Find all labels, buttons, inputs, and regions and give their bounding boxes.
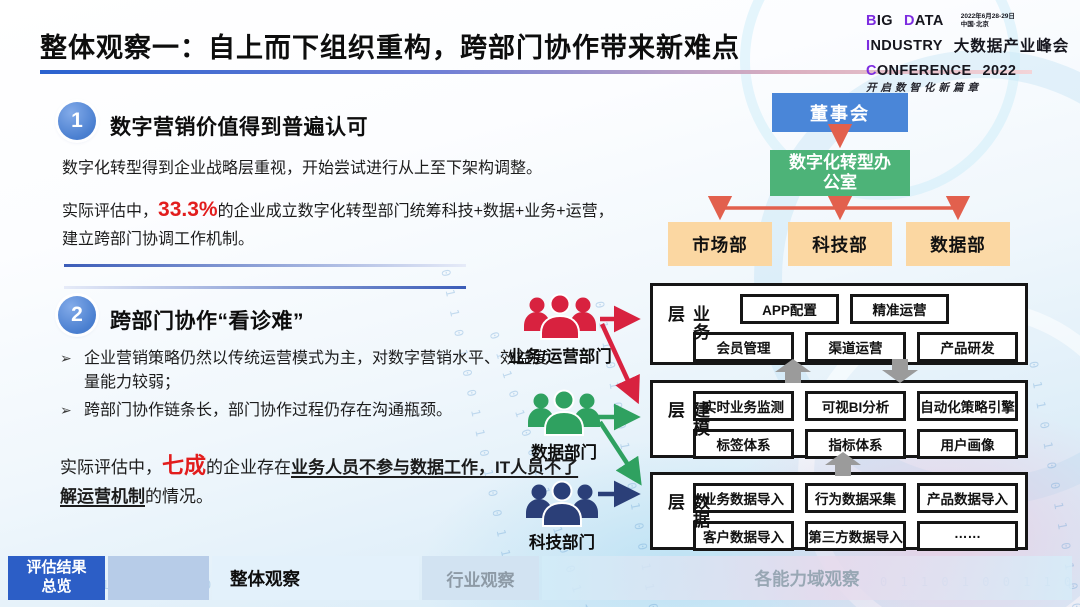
section2-paragraph: 实际评估中，七成的企业存在业务人员不参与数据工作，IT人员不了解运营机制的情况。 <box>60 448 584 510</box>
arch-box: 客户数据导入 <box>693 521 794 551</box>
arch-box: 会员管理 <box>693 332 794 362</box>
arch-box: 指标体系 <box>805 429 906 459</box>
people-group-business-icon <box>523 293 597 340</box>
group-label-data: 数据部门 <box>531 444 597 462</box>
arch-box: 产品数据导入 <box>917 483 1018 513</box>
tab-label: 总览 <box>41 578 72 595</box>
bullet-item: ➢ 企业营销策略仍然以传统运营模式为主，对数字营销水平、效益度量能力较弱； <box>60 347 556 395</box>
logo-location: 中国·北京 <box>960 21 989 29</box>
tab-label: 评估结果 <box>26 559 87 577</box>
orgchart-board-box: 董事会 <box>772 93 908 132</box>
tab-label: 行业观察 <box>446 570 515 590</box>
logo-line2: INDUSTRY 大数据产业峰会 <box>866 38 1069 55</box>
arch-box: 可视BI分析 <box>805 391 906 421</box>
stat-33-percent: 33.3% <box>158 198 218 221</box>
arch-box: 行为数据采集 <box>805 483 906 513</box>
group-label-business: 业务/运营部门 <box>508 348 612 366</box>
logo-word: INDUSTRY <box>866 37 943 54</box>
title-underline <box>40 70 1032 74</box>
layer-data-label: 数据层 <box>665 493 709 529</box>
section1-heading: 数字营销价值得到普遍认可 <box>110 116 368 139</box>
group-label-tech: 科技部门 <box>529 534 595 552</box>
orgchart-dept-market: 市场部 <box>668 222 772 266</box>
logo-chinese-name: 大数据产业峰会 <box>953 37 1070 55</box>
arch-box: 精准运营 <box>850 294 949 324</box>
arch-box: 渠道运营 <box>805 332 906 362</box>
logo-word: BIG <box>866 13 893 29</box>
footer-nav: 评估结果 总览 整体观察 行业观察 各能力域观察 <box>0 556 1080 600</box>
orgchart-office-label: 数字化转型办公室 <box>789 152 891 192</box>
layer-modeling: 建模层 实时业务监测 可视BI分析 自动化策略引擎 标签体系 指标体系 用户画像 <box>650 380 1028 459</box>
logo-line1: BIG DATA 2022年6月28-29日 中国·北京 <box>866 13 1069 30</box>
arch-box: 实时业务监测 <box>693 391 794 421</box>
section2-heading: 跨部门协作“看诊难” <box>110 310 304 333</box>
orgchart-branch-line <box>720 196 958 210</box>
orgchart-office-box: 数字化转型办公室 <box>770 150 910 196</box>
logo-date: 2022年6月28-29日 <box>960 13 1015 20</box>
text-run: 实际评估中， <box>60 458 162 477</box>
people-group-data-icon <box>527 389 601 436</box>
deco-binary: 0 1 1 0 1 0 0 1 1 0 1 0 0 1 1 0 1 <box>438 268 523 601</box>
section-divider-top <box>64 264 466 267</box>
logo-line3: CONFERENCE 2022 <box>866 63 1069 79</box>
logo-word: CONFERENCE <box>866 63 972 80</box>
tab-label: 各能力域观察 <box>754 568 860 589</box>
arch-box: 自动化策略引擎 <box>917 391 1018 421</box>
section1-paragraph1: 数字化转型得到企业战略层重视，开始尝试进行从上至下架构调整。 <box>62 160 543 177</box>
tab-spacer[interactable] <box>108 556 209 600</box>
section-divider-bottom <box>64 286 466 289</box>
arch-box: …… <box>917 521 1018 551</box>
conference-logo: BIG DATA 2022年6月28-29日 中国·北京 INDUSTRY 大数… <box>866 13 1069 95</box>
tab-overall-observation[interactable]: 整体观察 <box>212 556 419 600</box>
layer-modeling-label: 建模层 <box>665 401 709 437</box>
arch-box: 标签体系 <box>693 429 794 459</box>
text-run: 的企业存在 <box>206 458 292 477</box>
layer-business-label: 业务层 <box>665 305 709 341</box>
bullet-text: 企业营销策略仍然以传统运营模式为主，对数字营销水平、效益度量能力较弱； <box>84 350 549 391</box>
orgchart-dept-data: 数据部 <box>906 222 1010 266</box>
orgchart-dept-tech: 科技部 <box>788 222 892 266</box>
arch-box: 产品研发 <box>917 332 1018 362</box>
section1-number-badge: 1 <box>58 102 96 140</box>
bullet-item: ➢ 跨部门协作链条长，部门协作过程仍存在沟通瓶颈。 <box>60 399 556 423</box>
text-run: 实际评估中， <box>62 203 159 220</box>
emphasized-finding: 业务人员不参与数据工作，IT人员不了解运营机制 <box>60 458 579 507</box>
people-group-tech-icon <box>525 480 599 527</box>
tab-label: 整体观察 <box>230 568 300 589</box>
stat-seventy-percent: 七成 <box>162 453 207 478</box>
tab-industry-observation[interactable]: 行业观察 <box>422 556 539 600</box>
logo-year: 2022 <box>982 63 1017 80</box>
logo-word: DATA <box>903 13 944 29</box>
arch-box: 业务数据导入 <box>693 483 794 513</box>
bullet-arrow-icon: ➢ <box>60 350 72 366</box>
tab-capability-observation[interactable]: 各能力域观察 <box>542 556 1072 600</box>
arch-box: 第三方数据导入 <box>805 521 906 551</box>
arch-box: 用户画像 <box>917 429 1018 459</box>
logo-tagline: 开启数智化新篇章 <box>866 82 982 95</box>
layer-data: 数据层 业务数据导入 行为数据采集 产品数据导入 客户数据导入 第三方数据导入 … <box>650 472 1028 551</box>
section2-number-badge: 2 <box>58 296 96 334</box>
arch-box: APP配置 <box>740 294 839 324</box>
section2-bullets: ➢ 企业营销策略仍然以传统运营模式为主，对数字营销水平、效益度量能力较弱； ➢ … <box>60 347 556 427</box>
bullet-text: 跨部门协作链条长，部门协作过程仍存在沟通瓶颈。 <box>84 402 453 419</box>
logo-date-block: 2022年6月28-29日 中国·北京 <box>961 13 1015 30</box>
text-run: 的情况。 <box>145 487 213 507</box>
bullet-arrow-icon: ➢ <box>60 402 72 418</box>
text-run: 的企业成立数字化转型部门统筹科技+数据+业务+运营，建立跨部门协调工作机制。 <box>62 203 614 248</box>
section1-paragraph2: 实际评估中，33.3%的企业成立数字化转型部门统筹科技+数据+业务+运营，建立跨… <box>62 193 614 252</box>
layer-business: 业务层 APP配置 精准运营 会员管理 渠道运营 产品研发 <box>650 283 1028 365</box>
page-title: 整体观察一：自上而下组织重构，跨部门协作带来新难点 <box>40 33 740 63</box>
tab-assessment-overview[interactable]: 评估结果 总览 <box>8 556 105 600</box>
